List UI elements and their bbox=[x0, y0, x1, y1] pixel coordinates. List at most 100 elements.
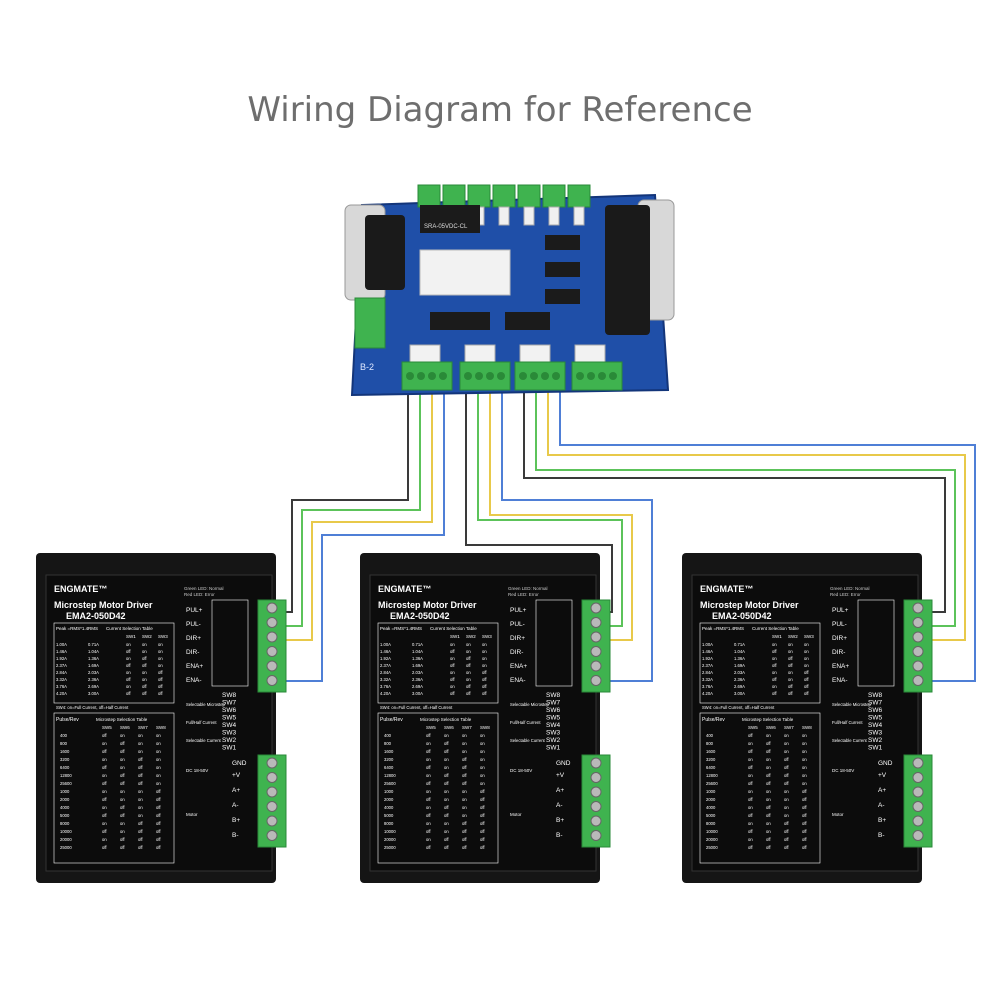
white-header bbox=[419, 249, 511, 296]
microstep-table-cell: off bbox=[480, 845, 485, 850]
switch-group-label: Full/Half Current bbox=[510, 720, 541, 725]
current-table-cell: 1.92A bbox=[380, 656, 391, 661]
microstep-table-cell: off bbox=[102, 813, 107, 818]
microstep-table-cell: 6400 bbox=[384, 765, 394, 770]
current-table-cell: on bbox=[142, 677, 147, 682]
current-table-cell: on bbox=[804, 649, 809, 654]
microstep-table-cell: on bbox=[766, 789, 771, 794]
microstep-table-cell: on bbox=[102, 757, 107, 762]
current-table-cell: 2.84A bbox=[380, 670, 391, 675]
wire bbox=[523, 390, 946, 613]
microstep-table-cell: 20000 bbox=[706, 837, 718, 842]
microstep-table-cell: off bbox=[784, 781, 789, 786]
current-table-cell: on bbox=[804, 656, 809, 661]
microstep-table-cell: 10000 bbox=[384, 829, 396, 834]
microstep-table-cell: off bbox=[748, 765, 753, 770]
wire bbox=[559, 390, 976, 682]
top-terminal-block bbox=[417, 184, 441, 208]
current-table-cell: 2.36A bbox=[88, 677, 99, 682]
microstep-table-cell: off bbox=[426, 845, 431, 850]
current-table-cell: on bbox=[158, 642, 163, 647]
microstep-table-cell: on bbox=[156, 781, 161, 786]
microstep-table-cell: off bbox=[102, 829, 107, 834]
switch-label: SW4 bbox=[546, 722, 560, 729]
microstep-table-col-header: SW6 bbox=[120, 725, 130, 730]
switch-label: SW2 bbox=[868, 737, 882, 744]
terminal-screw bbox=[266, 801, 278, 812]
motor-group-label: Motor bbox=[510, 812, 522, 817]
current-table-cell: 1.36A bbox=[88, 656, 99, 661]
microstep-table-cell: off bbox=[120, 749, 125, 754]
current-table-cell: 2.69A bbox=[412, 684, 423, 689]
microstep-table-cell: off bbox=[102, 749, 107, 754]
microstep-table-col-header: SW8 bbox=[802, 725, 812, 730]
microstep-table-cell: off bbox=[784, 757, 789, 762]
current-table-cell: on bbox=[450, 642, 455, 647]
chip-5 bbox=[505, 312, 550, 330]
terminal-screw bbox=[266, 646, 278, 657]
current-table-cell: 3.00A bbox=[734, 691, 745, 696]
current-table-cell: on bbox=[804, 642, 809, 647]
switch-label: SW1 bbox=[868, 745, 882, 752]
terminal-screw bbox=[590, 631, 602, 643]
signal-label: ENA- bbox=[186, 677, 202, 684]
current-table-cell: 2.69A bbox=[734, 684, 745, 689]
microstep-table-cell: off bbox=[444, 845, 449, 850]
breakout-board: SRA-05VDC-CL B-2 bbox=[344, 184, 675, 397]
top-terminal-block bbox=[567, 184, 591, 208]
current-table-cell: 2.03A bbox=[412, 670, 423, 675]
signal-label: ENA+ bbox=[510, 663, 527, 670]
microstep-table-frame bbox=[53, 712, 175, 864]
switch-label: SW2 bbox=[222, 737, 236, 744]
microstep-table-cell: off bbox=[784, 837, 789, 842]
microstep-table-cell: 5000 bbox=[60, 813, 70, 818]
terminal-screw bbox=[266, 675, 278, 686]
current-table-cell: off bbox=[482, 684, 487, 689]
microstep-table-cell: off bbox=[426, 733, 431, 738]
microstep-table-cell: off bbox=[444, 741, 449, 746]
power-label: GND bbox=[556, 760, 571, 767]
microstep-table-cell: on bbox=[444, 789, 449, 794]
microstep-table-cell: off bbox=[120, 781, 125, 786]
switch-group-label: Selectable Current bbox=[832, 738, 868, 743]
microstep-table-cell: on bbox=[748, 741, 753, 746]
driver-label-panel bbox=[45, 574, 273, 872]
microstep-table-col-header: SW6 bbox=[444, 725, 454, 730]
microstep-table-cell: on bbox=[426, 757, 431, 762]
microstep-table-cell: off bbox=[426, 781, 431, 786]
wire bbox=[501, 390, 653, 682]
microstep-table-cell: off bbox=[426, 749, 431, 754]
microstep-table-cell: off bbox=[784, 773, 789, 778]
microstep-table-cell: on bbox=[480, 781, 485, 786]
microstep-table-cell: off bbox=[444, 773, 449, 778]
current-table-cell: on bbox=[126, 642, 131, 647]
signal-terminal bbox=[257, 599, 287, 693]
current-table-cell: off bbox=[804, 691, 809, 696]
wire bbox=[272, 390, 445, 682]
microstep-table-cell: off bbox=[138, 773, 143, 778]
microstep-table-cell: on bbox=[462, 813, 467, 818]
signal-terminal bbox=[581, 599, 611, 693]
signal-label: PUL+ bbox=[510, 607, 527, 614]
microstep-table-cell: on bbox=[462, 805, 467, 810]
terminal-screw bbox=[590, 646, 602, 657]
white-connector bbox=[409, 344, 441, 364]
current-table-cell: 3.00A bbox=[412, 691, 423, 696]
signal-label: PUL- bbox=[832, 621, 847, 628]
microstep-table-cell: on bbox=[102, 837, 107, 842]
current-table-cell: off bbox=[450, 691, 455, 696]
microstep-table-cell: off bbox=[480, 829, 485, 834]
current-table-cell: on bbox=[450, 684, 455, 689]
terminal-screw bbox=[266, 631, 278, 643]
driver-brand: ENGMATE™ bbox=[378, 584, 431, 594]
microstep-table-cell: 25600 bbox=[706, 781, 718, 786]
white-connectors bbox=[409, 344, 606, 364]
current-table-cell: 2.84A bbox=[56, 670, 67, 675]
current-table-peak-header: Peak =RMS*1.4 bbox=[56, 626, 89, 631]
switch-label: SW8 bbox=[546, 692, 560, 699]
current-table-cell: on bbox=[158, 663, 163, 668]
microstep-table-cell: on bbox=[462, 797, 467, 802]
current-table-cell: off bbox=[466, 656, 471, 661]
terminal-screw bbox=[912, 660, 924, 672]
